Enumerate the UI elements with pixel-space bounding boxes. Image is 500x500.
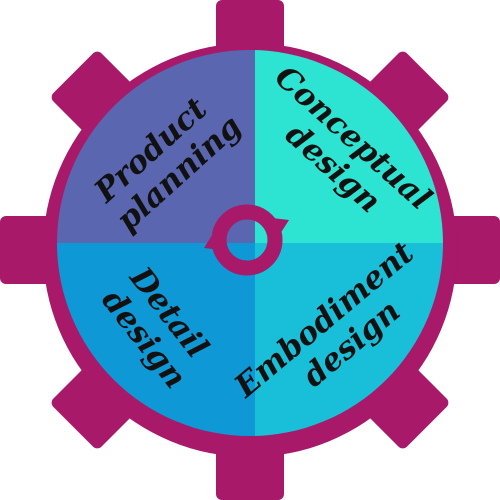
- gear-tooth: [51, 51, 138, 138]
- hub-arrow-right: [272, 218, 289, 234]
- gear-tooth: [51, 362, 138, 449]
- cycle-arrow-icon: [204, 204, 289, 276]
- gear-tooth: [362, 362, 449, 449]
- hub-ring: [211, 204, 283, 276]
- gear-tooth: [362, 51, 449, 138]
- hub-arrow-left: [204, 232, 222, 250]
